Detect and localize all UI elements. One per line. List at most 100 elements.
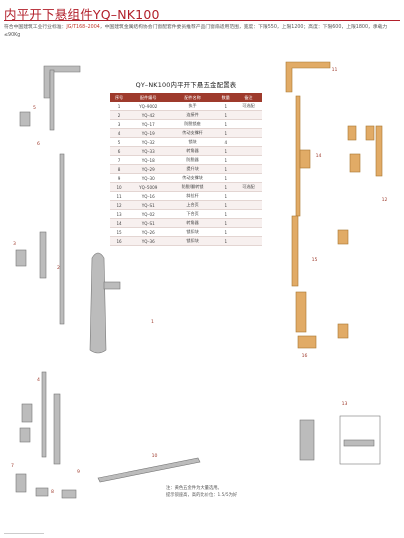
bottom-stay-rod — [97, 457, 201, 483]
table-cell — [234, 137, 262, 147]
table-cell — [234, 209, 262, 219]
lock-bar-part — [39, 231, 47, 279]
table-cell: YQ–5009 — [128, 182, 169, 192]
table-cell: 1 — [216, 119, 235, 129]
handle-part — [89, 252, 107, 354]
table-cell: 斜拉杆 — [168, 191, 217, 201]
col-header: 数量 — [216, 93, 235, 102]
table-cell: YQ–02 — [128, 209, 169, 219]
table-title: QY–NK100内平开下悬五金配置表 — [135, 81, 237, 89]
footnote-line-2: 提示锁座高，高的比价位：1.5/5为好 — [166, 492, 238, 498]
table-cell — [234, 173, 262, 183]
lock-block-part-3 — [15, 249, 27, 267]
callout-4: 4 — [37, 378, 40, 383]
table-cell: 1 — [216, 146, 235, 156]
table-cell: YQ–S1 — [128, 218, 169, 228]
table-cell: 10 — [110, 182, 129, 192]
table-cell: 1 — [216, 191, 235, 201]
bottom-hinge-box — [339, 415, 381, 465]
stay-bar-part — [53, 393, 61, 465]
table-cell: YQ–33 — [128, 146, 169, 156]
lock-seat-part — [19, 427, 31, 443]
table-cell: 上合页 — [168, 200, 217, 210]
callout-11: 11 — [331, 68, 338, 73]
table-cell: 12 — [110, 200, 129, 210]
table-cell: 提升块 — [168, 164, 217, 174]
table-cell: YQ–17 — [128, 119, 169, 129]
table-cell: 转角器 — [168, 218, 217, 228]
corner-part-7 — [15, 473, 27, 493]
table-cell: 15 — [110, 227, 129, 237]
table-cell — [234, 110, 262, 120]
table-cell: 1 — [216, 110, 235, 120]
gold-hardware-parts — [285, 61, 383, 349]
callout-12: 12 — [381, 198, 388, 203]
table-cell — [234, 164, 262, 174]
table-cell: YQ–18 — [128, 155, 169, 165]
callout-8: 8 — [51, 490, 54, 495]
table-cell: 可选配 — [234, 182, 262, 192]
callout-16: 16 — [301, 354, 308, 359]
table-cell: 7 — [110, 155, 129, 165]
vertical-rod-top — [49, 69, 55, 131]
table-cell: 11 — [110, 191, 129, 201]
callout-3: 3 — [13, 242, 16, 247]
table-cell — [234, 155, 262, 165]
lock-seat-base — [297, 335, 317, 349]
table-cell: 锁扣块 — [168, 236, 217, 246]
table-header-row: 序号 配件编号 配件名称 数量 备注 — [110, 93, 262, 102]
intro-prefix: 符合中国建筑工业行业标准： — [4, 25, 67, 30]
table-cell — [234, 128, 262, 138]
table-cell: 13 — [110, 209, 129, 219]
table-cell: 连接件 — [168, 110, 217, 120]
lock-block-14 — [299, 149, 311, 169]
callout-1: 1 — [151, 320, 154, 325]
table-cell: 防脱/翻转锁 — [168, 182, 217, 192]
bottom-hinge-plate — [343, 439, 375, 447]
vertical-rod-bottom — [41, 371, 47, 458]
col-header: 配件名称 — [168, 93, 217, 102]
table-cell: 4 — [216, 137, 235, 147]
table-cell: 1 — [216, 128, 235, 138]
table-cell: 1 — [216, 173, 235, 183]
table-cell — [234, 218, 262, 228]
table-cell — [234, 119, 262, 129]
handle-lever — [103, 281, 121, 290]
col-header: 序号 — [110, 93, 129, 102]
footnote-line-1: 注：黄色五金件为大量选用。 — [166, 486, 222, 491]
anti-slip-part — [21, 403, 33, 423]
callout-10: 10 — [151, 454, 158, 459]
table-cell — [234, 236, 262, 246]
callout-5: 5 — [33, 106, 36, 111]
drive-rod-right — [295, 95, 301, 217]
callout-9: 9 — [77, 470, 80, 475]
corner-connector-part — [43, 65, 81, 99]
table-cell: 8 — [110, 164, 129, 174]
table-cell: 6 — [110, 146, 129, 156]
table-cell: 14 — [110, 218, 129, 228]
drive-rod-left — [59, 153, 65, 325]
table-cell — [234, 146, 262, 156]
table-cell: YQ–9002 — [128, 102, 169, 111]
table-cell: YQ–S1 — [128, 200, 169, 210]
hinge-block-8 — [35, 487, 49, 497]
callout-2: 2 — [57, 266, 60, 271]
intro-standard: JG/T168–2004 — [66, 25, 100, 30]
hinge-block-8b — [61, 489, 77, 499]
stay-arm-top — [285, 61, 331, 93]
table-cell: 1 — [216, 102, 235, 111]
table-cell: 1 — [216, 155, 235, 165]
callout-13: 13 — [341, 402, 348, 407]
lock-block-5c — [337, 323, 349, 339]
page-title: 内平开下悬组件YQ–NK100 — [4, 7, 160, 22]
